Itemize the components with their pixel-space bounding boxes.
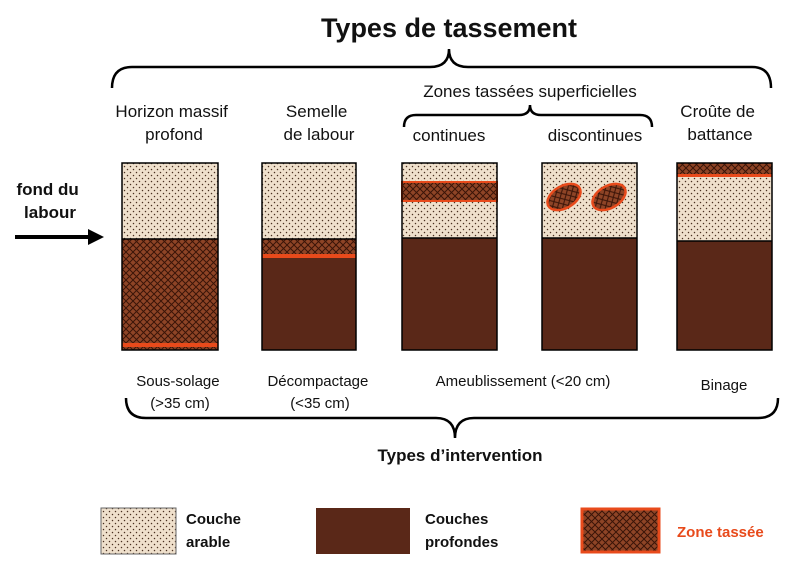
legend-label-tassee: Zone tassée bbox=[677, 524, 764, 541]
header-col4: discontinues bbox=[548, 126, 643, 145]
bottom-brace bbox=[124, 397, 780, 439]
soil-column-2 bbox=[261, 162, 357, 351]
arrow-right-icon bbox=[15, 229, 104, 245]
soil-column-5 bbox=[676, 162, 773, 351]
legend-swatch-tassee bbox=[580, 507, 661, 554]
top-brace bbox=[110, 48, 773, 89]
soil-column-4 bbox=[541, 162, 638, 351]
soil-column-1 bbox=[121, 162, 219, 351]
legend-label-arable: Couche arable bbox=[186, 511, 245, 551]
legend: Couche arable Couches profondes Zone tas… bbox=[100, 507, 764, 555]
intervention-col5: Binage bbox=[701, 377, 748, 394]
header-col3: continues bbox=[413, 126, 486, 145]
header-col1: Horizon massif profond bbox=[115, 102, 232, 144]
sub-brace bbox=[402, 104, 654, 128]
arrow-label: fond du labour bbox=[16, 180, 83, 222]
intervention-col1: Sous-solage (>35 cm) bbox=[136, 373, 224, 412]
header-col5: Croûte de battance bbox=[680, 102, 759, 144]
legend-swatch-arable bbox=[100, 507, 177, 555]
intervention-col2: Décompactage (<35 cm) bbox=[267, 373, 372, 412]
intervention-col34: Ameublissement (<20 cm) bbox=[436, 373, 611, 390]
header-col2: Semelle de labour bbox=[284, 102, 355, 144]
diagram-title: Types de tassement bbox=[321, 13, 577, 43]
soil-column-3 bbox=[401, 162, 498, 351]
interventions-title: Types d’intervention bbox=[378, 446, 543, 465]
legend-swatch-profondes bbox=[316, 508, 410, 554]
legend-label-profondes: Couches profondes bbox=[425, 511, 498, 551]
group-label-surface: Zones tassées superficielles bbox=[423, 82, 637, 101]
